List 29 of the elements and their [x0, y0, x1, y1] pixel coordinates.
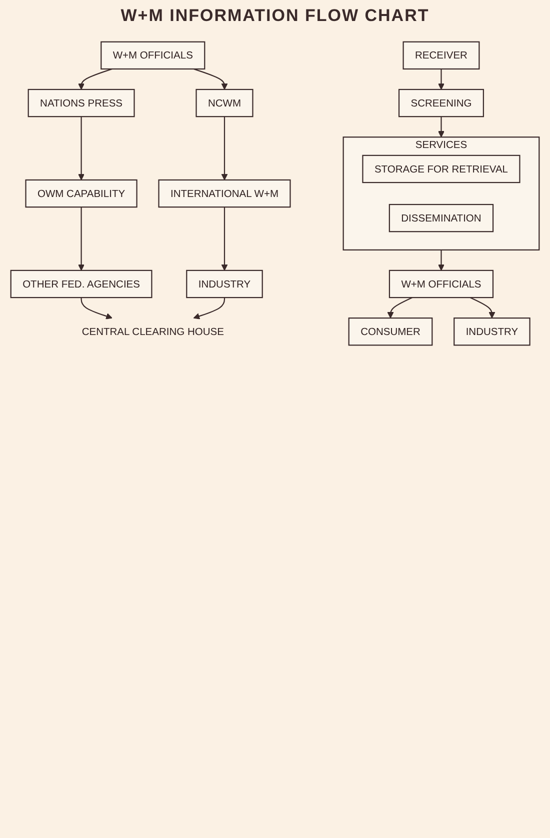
node-box: NATIONS PRESS	[28, 88, 135, 118]
node-box: OTHER FED. AGENCIES	[10, 270, 152, 298]
arrow	[438, 116, 444, 138]
node-box: INDUSTRY	[186, 270, 263, 298]
arrow	[78, 116, 84, 180]
arrow	[193, 68, 228, 90]
node-box: RECEIVER	[402, 41, 480, 70]
node-box: CONSUMER	[348, 318, 433, 346]
node-box: NCWM	[196, 88, 254, 118]
node-box: INTERNATIONAL W+M	[158, 179, 291, 208]
arrow	[221, 207, 228, 271]
arrow	[438, 250, 444, 271]
chart-title: W+M INFORMATION FLOW CHART	[120, 6, 430, 26]
node-box: INDUSTRY	[454, 318, 530, 346]
arrow	[470, 297, 496, 318]
node-box: W+M OFFICIALS	[388, 270, 494, 298]
arrow	[193, 298, 226, 320]
arrow	[387, 297, 413, 318]
arrow	[78, 68, 112, 90]
node-box: SCREENING	[398, 88, 484, 118]
node-box: STORAGE FOR RETRIEVAL	[362, 154, 520, 184]
node-box: OWM CAPABILITY	[25, 179, 138, 208]
arrow	[80, 298, 112, 320]
node-text: CENTRAL CLEARING HOUSE	[82, 325, 224, 338]
node-box: W+M OFFICIALS	[100, 41, 206, 70]
node-box: DISSEMINATION	[388, 204, 494, 232]
arrow	[438, 68, 444, 90]
arrow	[78, 207, 84, 271]
arrow	[221, 116, 228, 180]
